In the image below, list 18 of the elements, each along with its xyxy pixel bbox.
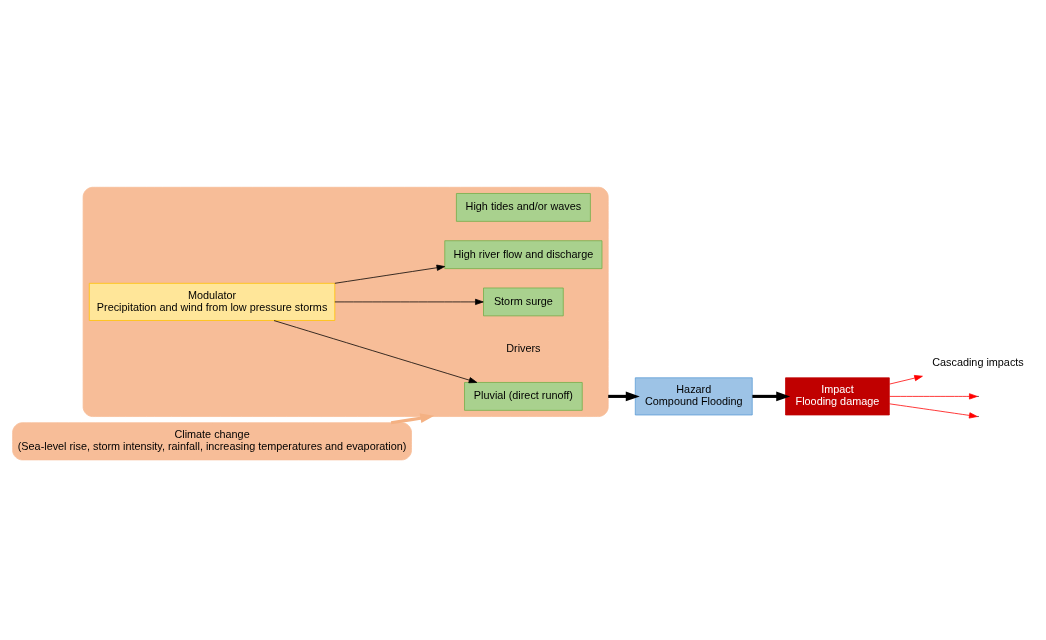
- node-box: High tides and/or waves: [456, 192, 591, 222]
- node-box: High river flow and discharge: [444, 239, 603, 269]
- arrow: [273, 319, 478, 383]
- node-box: Modulator Precipitation and wind from low pressure storms: [88, 282, 336, 321]
- node-box: Hazard Compound Flooding: [634, 376, 753, 415]
- arrow: [752, 391, 791, 401]
- arrow: [889, 374, 923, 385]
- node-box: Impact Flooding damage: [785, 376, 890, 415]
- arrow: [608, 391, 640, 401]
- arrow: [334, 298, 484, 305]
- node-text: Cascading impacts: [932, 355, 1024, 368]
- cluster: [82, 186, 609, 417]
- arrow: [390, 412, 435, 424]
- arrow: [334, 264, 446, 284]
- label: Drivers: [506, 341, 541, 354]
- node-box: Pluvial (direct runoff): [464, 381, 583, 411]
- node-box: Climate change (Sea-level rise, storm intensity, rainfall, increasing temperatures and evaporation): [12, 421, 412, 460]
- node-box: Storm surge: [483, 287, 564, 316]
